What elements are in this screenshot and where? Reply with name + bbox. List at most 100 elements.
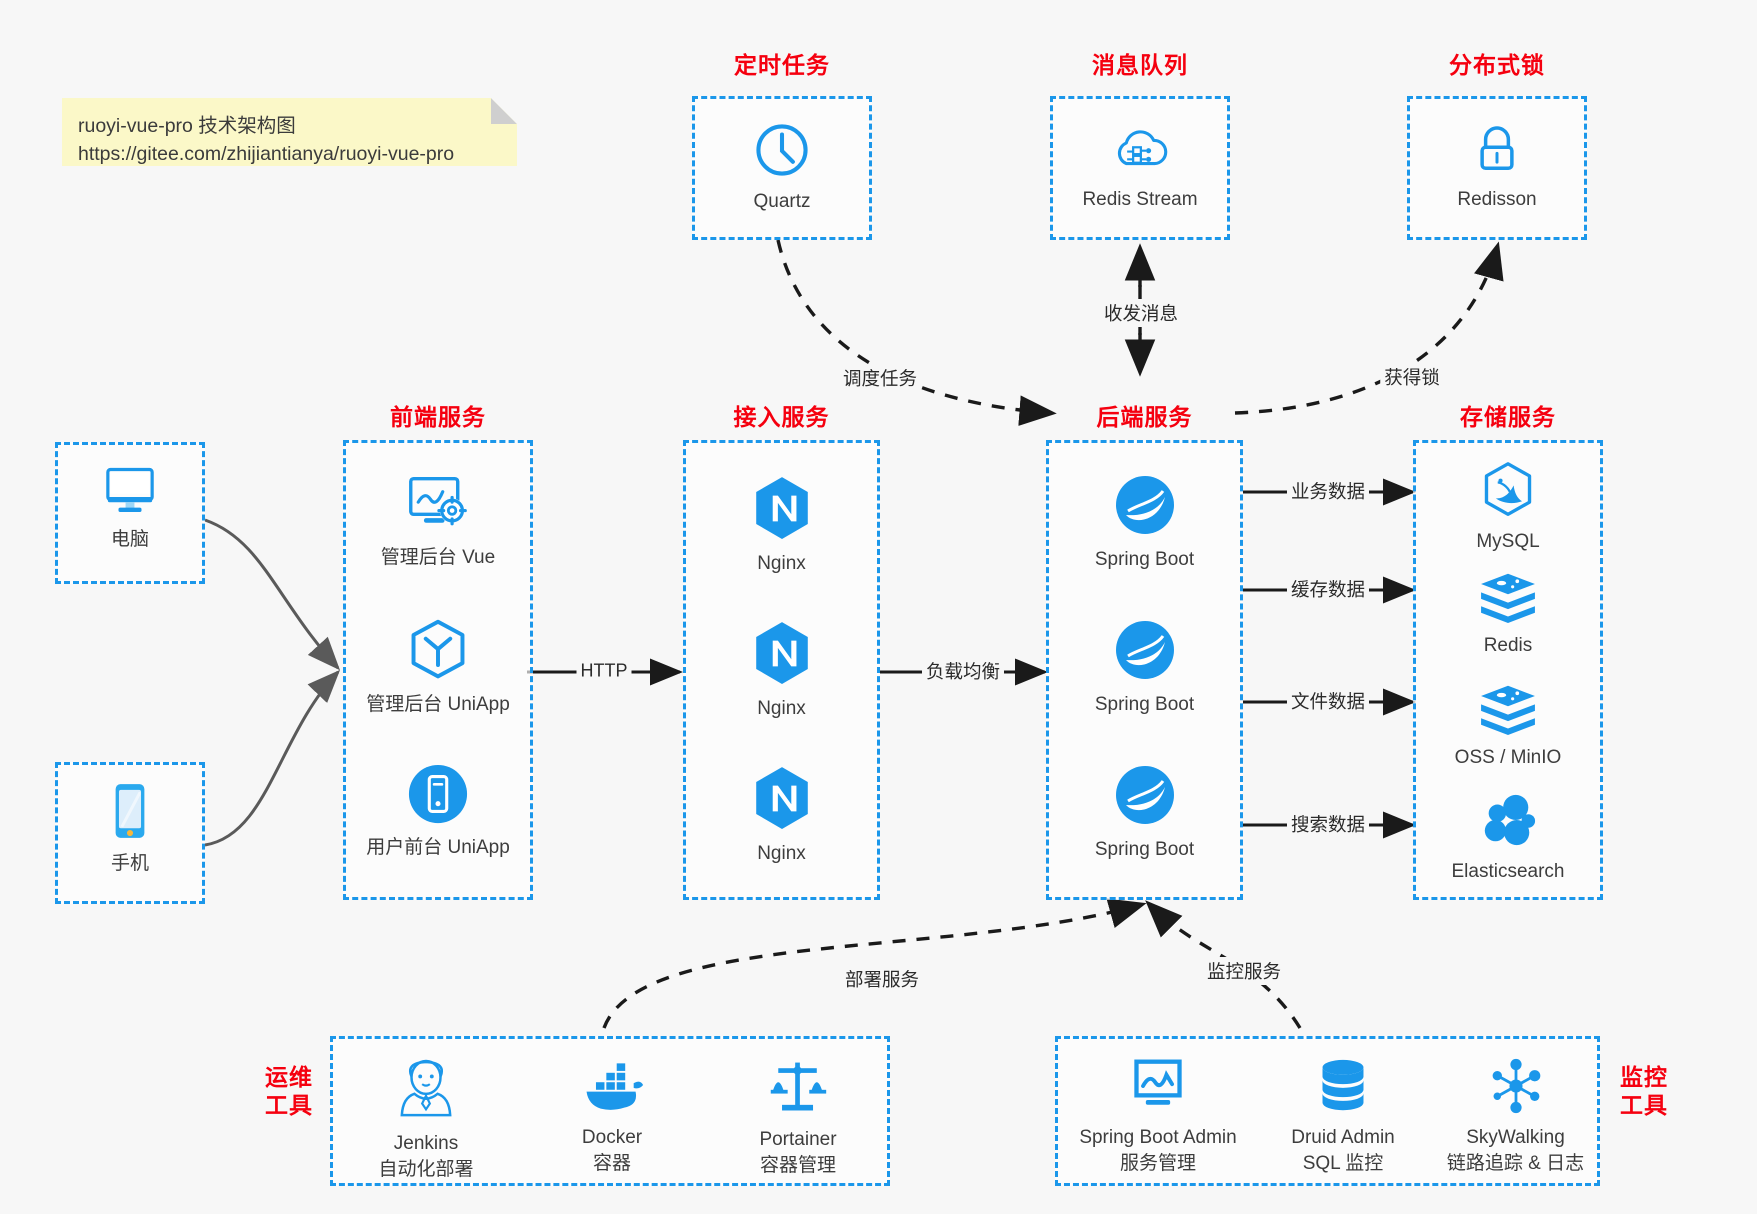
- group-title-distributed-lock: 分布式锁: [1449, 52, 1545, 78]
- docker-icon: [579, 1057, 645, 1120]
- node-sublabel: 容器管理: [759, 1154, 836, 1176]
- node-jenkins[interactable]: Jenkins 自动化部署: [333, 1057, 519, 1182]
- group-box-scheduled-task: Quartz: [692, 96, 872, 240]
- edge-label-file-data: 文件数据: [1286, 687, 1370, 715]
- group-title-storage: 存储服务: [1460, 404, 1556, 430]
- group-title-monitoring-line2: 工具: [1620, 1092, 1668, 1119]
- group-box-storage: MySQL Redis: [1413, 440, 1603, 900]
- nginx-icon: [752, 475, 812, 546]
- elasticsearch-icon: [1477, 791, 1539, 854]
- spring-boot-icon: [1113, 618, 1177, 687]
- group-box-client-pc: 电脑: [55, 442, 205, 584]
- redis-icon: [1477, 683, 1539, 740]
- node-nginx-1[interactable]: Nginx: [686, 475, 877, 577]
- hexagon-cube-icon: [407, 618, 469, 687]
- edge-label-deploy: 部署服务: [840, 965, 924, 993]
- node-elasticsearch[interactable]: Elasticsearch: [1416, 791, 1600, 885]
- node-label: Druid Admin: [1291, 1127, 1395, 1148]
- node-label: Nginx: [757, 843, 806, 864]
- note-title: ruoyi-vue-pro 技术架构图: [78, 115, 296, 137]
- redis-icon: [1477, 571, 1539, 628]
- node-skywalking[interactable]: SkyWalking 链路追踪 & 日志: [1428, 1057, 1603, 1176]
- mobile-circle-icon: [407, 763, 469, 830]
- edge-label-lock: 获得锁: [1380, 363, 1444, 391]
- node-nginx-3[interactable]: Nginx: [686, 765, 877, 867]
- edge-label-load-balance: 负载均衡: [921, 657, 1005, 685]
- edge-label-schedule: 调度任务: [838, 364, 922, 392]
- nginx-icon: [752, 620, 812, 691]
- node-quartz[interactable]: Quartz: [695, 121, 869, 215]
- node-label: Nginx: [757, 553, 806, 574]
- note-fold-corner: [491, 98, 517, 124]
- edge-label-search-data: 搜索数据: [1286, 810, 1370, 838]
- dashboard-gear-icon: [402, 473, 474, 540]
- group-title-monitoring: 监控 工具: [1615, 1063, 1673, 1119]
- node-label: Elasticsearch: [1451, 861, 1565, 882]
- node-spring-boot-2[interactable]: Spring Boot: [1049, 618, 1240, 718]
- node-spring-boot-1[interactable]: Spring Boot: [1049, 473, 1240, 573]
- group-box-backend: Spring Boot Spring Boot Spring Boot: [1046, 440, 1243, 900]
- node-label: 管理后台 UniApp: [366, 694, 510, 715]
- edge-label-http: HTTP: [576, 659, 632, 683]
- node-label: Spring Boot: [1094, 549, 1195, 570]
- node-label: OSS / MinIO: [1454, 747, 1562, 768]
- node-label: Spring Boot: [1094, 694, 1195, 715]
- node-label: Nginx: [757, 698, 806, 719]
- group-title-scheduled-task: 定时任务: [734, 52, 830, 78]
- node-druid-admin[interactable]: Druid Admin SQL 监控: [1258, 1057, 1428, 1176]
- node-pc[interactable]: 电脑: [58, 461, 202, 553]
- group-title-devops-line1: 运维: [265, 1064, 313, 1090]
- node-label: 管理后台 Vue: [380, 547, 496, 568]
- node-oss-minio[interactable]: OSS / MinIO: [1416, 683, 1600, 771]
- node-sublabel: SQL 监控: [1302, 1152, 1384, 1174]
- node-redis-stream[interactable]: Redis Stream: [1053, 121, 1227, 213]
- node-nginx-2[interactable]: Nginx: [686, 620, 877, 722]
- node-sublabel: 服务管理: [1119, 1152, 1196, 1174]
- group-box-client-mobile: 手机: [55, 762, 205, 904]
- node-mysql[interactable]: MySQL: [1416, 461, 1600, 555]
- node-user-uniapp[interactable]: 用户前台 UniApp: [346, 763, 530, 861]
- group-box-frontend: 管理后台 Vue 管理后台 UniApp 用户前台 UniApp: [343, 440, 533, 900]
- group-title-frontend: 前端服务: [390, 404, 486, 430]
- group-box-message-queue: Redis Stream: [1050, 96, 1230, 240]
- node-docker[interactable]: Docker 容器: [519, 1057, 705, 1176]
- group-title-gateway: 接入服务: [733, 404, 830, 430]
- node-label: Quartz: [753, 191, 811, 212]
- cloud-stream-icon: [1110, 121, 1170, 182]
- phone-icon: [107, 781, 153, 846]
- node-label: Spring Boot: [1094, 839, 1195, 860]
- spring-boot-icon: [1113, 473, 1177, 542]
- node-label: 用户前台 UniApp: [366, 837, 510, 858]
- monitor-chart-icon: [1127, 1057, 1189, 1120]
- node-portainer[interactable]: Portainer 容器管理: [705, 1057, 891, 1178]
- node-redis[interactable]: Redis: [1416, 571, 1600, 659]
- node-admin-uniapp[interactable]: 管理后台 UniApp: [346, 618, 530, 718]
- group-title-backend: 后端服务: [1096, 404, 1193, 430]
- scales-icon: [767, 1057, 829, 1122]
- desktop-icon: [99, 461, 161, 522]
- node-label: Redisson: [1457, 189, 1537, 210]
- group-box-monitoring: Spring Boot Admin 服务管理 Druid Admin SQL 监…: [1055, 1036, 1600, 1186]
- group-title-devops-line2: 工具: [265, 1092, 313, 1119]
- node-label: Redis: [1483, 635, 1533, 656]
- node-label: Jenkins: [393, 1133, 459, 1154]
- skywalking-icon: [1486, 1057, 1546, 1120]
- node-mobile[interactable]: 手机: [58, 781, 202, 877]
- node-label: 手机: [110, 853, 149, 874]
- node-label: MySQL: [1476, 531, 1540, 552]
- node-spring-boot-admin[interactable]: Spring Boot Admin 服务管理: [1058, 1057, 1258, 1176]
- node-admin-vue[interactable]: 管理后台 Vue: [346, 473, 530, 571]
- spring-boot-icon: [1113, 763, 1177, 832]
- node-label: Portainer: [759, 1129, 837, 1150]
- edge-label-biz-data: 业务数据: [1286, 477, 1370, 505]
- group-title-message-queue: 消息队列: [1092, 52, 1188, 78]
- node-label: Docker: [581, 1127, 643, 1148]
- node-label: Redis Stream: [1082, 189, 1198, 210]
- node-label: 电脑: [110, 529, 149, 550]
- node-spring-boot-3[interactable]: Spring Boot: [1049, 763, 1240, 863]
- lock-icon: [1469, 121, 1525, 182]
- database-icon: [1316, 1057, 1370, 1120]
- note-card: ruoyi-vue-pro 技术架构图 https://gitee.com/zh…: [62, 98, 517, 166]
- node-redisson[interactable]: Redisson: [1410, 121, 1584, 213]
